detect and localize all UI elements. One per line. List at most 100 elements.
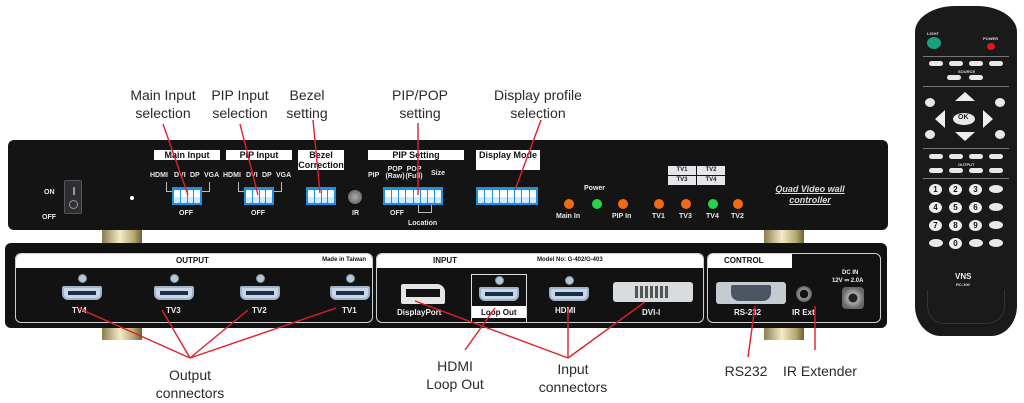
dip-toggle[interactable] — [434, 190, 441, 203]
front-panel: ON OFF Main Input HDMI DVI DP VGA OFF PI… — [8, 140, 888, 230]
remote-side-button[interactable] — [989, 239, 1003, 247]
remote-output-button[interactable] — [969, 154, 983, 159]
dip-toggle[interactable] — [321, 190, 328, 203]
remote-side-button[interactable] — [989, 185, 1003, 193]
pip-input-dip-switch[interactable] — [244, 187, 274, 205]
hdmi-input-port[interactable] — [549, 287, 589, 301]
remote-source-button[interactable] — [947, 75, 961, 80]
dip-toggle[interactable] — [406, 190, 413, 203]
display-mode-dip-switch[interactable] — [476, 187, 538, 205]
pip-in-led-label: PIP In — [612, 213, 632, 220]
dip-toggle[interactable] — [492, 190, 500, 203]
main-input-option-dp: DP — [190, 172, 200, 179]
remote-key-3[interactable]: 3 — [969, 184, 982, 195]
remote-side-button[interactable] — [989, 221, 1003, 229]
dip-toggle[interactable] — [507, 190, 514, 203]
remote-key-4[interactable]: 4 — [929, 202, 942, 213]
dip-toggle[interactable] — [413, 190, 420, 203]
remote-output-button[interactable] — [969, 168, 983, 173]
remote-ok-button[interactable] — [953, 113, 975, 125]
remote-key-2[interactable]: 2 — [949, 184, 962, 195]
dip-toggle[interactable] — [522, 190, 529, 203]
dip-toggle[interactable] — [427, 190, 434, 203]
callout-display-profile: Display profile selection — [494, 87, 582, 121]
remote-output-button[interactable] — [989, 154, 1003, 159]
dc-power-jack[interactable] — [842, 287, 864, 309]
dip-toggle[interactable] — [478, 190, 485, 203]
dip-toggle[interactable] — [529, 190, 536, 203]
remote-side-button[interactable] — [989, 203, 1003, 211]
dip-toggle[interactable] — [392, 190, 399, 203]
remote-up-button[interactable] — [955, 92, 975, 101]
dip-toggle[interactable] — [485, 190, 492, 203]
dip-toggle[interactable] — [514, 190, 522, 203]
remote-light-button[interactable] — [927, 37, 941, 49]
remote-key-7[interactable]: 7 — [929, 220, 942, 231]
callout-pip-input: PIP Input selection — [211, 87, 269, 121]
remote-key-8[interactable]: 8 — [949, 220, 962, 231]
remote-source-button[interactable] — [949, 61, 963, 66]
remote-down-button[interactable] — [955, 132, 975, 141]
remote-output-button[interactable] — [949, 154, 963, 159]
dip-toggle[interactable] — [500, 190, 507, 203]
location-label: Location — [408, 220, 438, 227]
dip-toggle[interactable] — [259, 190, 266, 203]
dip-toggle[interactable] — [187, 190, 194, 203]
remote-left-button[interactable] — [935, 110, 945, 128]
dip-toggle[interactable] — [180, 190, 187, 203]
remote-key-9[interactable]: 9 — [969, 220, 982, 231]
remote-side-button[interactable] — [969, 239, 983, 247]
displayport-input-port[interactable] — [401, 284, 445, 304]
rs232-port[interactable] — [716, 282, 786, 304]
remote-key-6[interactable]: 6 — [969, 202, 982, 213]
main-in-led — [564, 199, 574, 209]
dip-toggle[interactable] — [314, 190, 321, 203]
remote-source-button[interactable] — [929, 61, 943, 66]
remote-key-1[interactable]: 1 — [929, 184, 942, 195]
power-led-label: Power — [584, 185, 606, 192]
dip-toggle[interactable] — [266, 190, 272, 203]
output-port-label: TV4 — [72, 306, 87, 315]
remote-key-5[interactable]: 5 — [949, 202, 962, 213]
remote-function-button[interactable] — [995, 98, 1005, 107]
hdmi-loop-out-port[interactable] — [479, 287, 519, 301]
hdmi-output-tv3-port[interactable] — [154, 286, 194, 300]
power-rocker-switch[interactable] — [64, 180, 82, 214]
remote-function-button[interactable] — [995, 130, 1005, 139]
remote-source-button[interactable] — [969, 61, 983, 66]
hdmi-output-tv4-port[interactable] — [62, 286, 102, 300]
dip-toggle[interactable] — [174, 190, 180, 203]
dip-toggle[interactable] — [385, 190, 392, 203]
dip-toggle[interactable] — [246, 190, 252, 203]
remote-output-button[interactable] — [929, 154, 943, 159]
main-input-dip-switch[interactable] — [172, 187, 202, 205]
remote-source-button[interactable] — [989, 61, 1003, 66]
hdmi-output-tv1-port[interactable] — [330, 286, 370, 300]
ir-ext-jack[interactable] — [796, 286, 812, 302]
remote-function-button[interactable] — [925, 130, 935, 139]
dip-toggle[interactable] — [420, 190, 427, 203]
dip-toggle[interactable] — [399, 190, 406, 203]
tv-layout-cell: TV3 — [668, 176, 696, 185]
control-section: CONTROL RS-232 IR Ext DC IN 12V ⎓ 2.0A — [707, 253, 881, 323]
remote-model: RC-100 — [956, 282, 970, 287]
pip-setting-dip-switch[interactable] — [383, 187, 443, 205]
remote-output-button[interactable] — [989, 168, 1003, 173]
dip-toggle[interactable] — [308, 190, 314, 203]
dip-toggle[interactable] — [328, 190, 334, 203]
bezel-dip-switch[interactable] — [306, 187, 336, 205]
hdmi-output-tv2-port[interactable] — [240, 286, 280, 300]
input-section: INPUT Model No: G-402/G-403 DisplayPort … — [376, 253, 704, 323]
remote-key-0[interactable]: 0 — [949, 238, 962, 249]
dip-toggle[interactable] — [252, 190, 259, 203]
remote-function-button[interactable] — [925, 98, 935, 107]
screw-icon — [346, 274, 355, 283]
remote-output-button[interactable] — [949, 168, 963, 173]
remote-side-button[interactable] — [929, 239, 943, 247]
remote-power-button[interactable] — [987, 43, 995, 50]
remote-source-button[interactable] — [969, 75, 983, 80]
remote-right-button[interactable] — [983, 110, 993, 128]
remote-output-button[interactable] — [929, 168, 943, 173]
dip-toggle[interactable] — [194, 190, 200, 203]
dvi-i-input-port[interactable] — [613, 282, 693, 302]
